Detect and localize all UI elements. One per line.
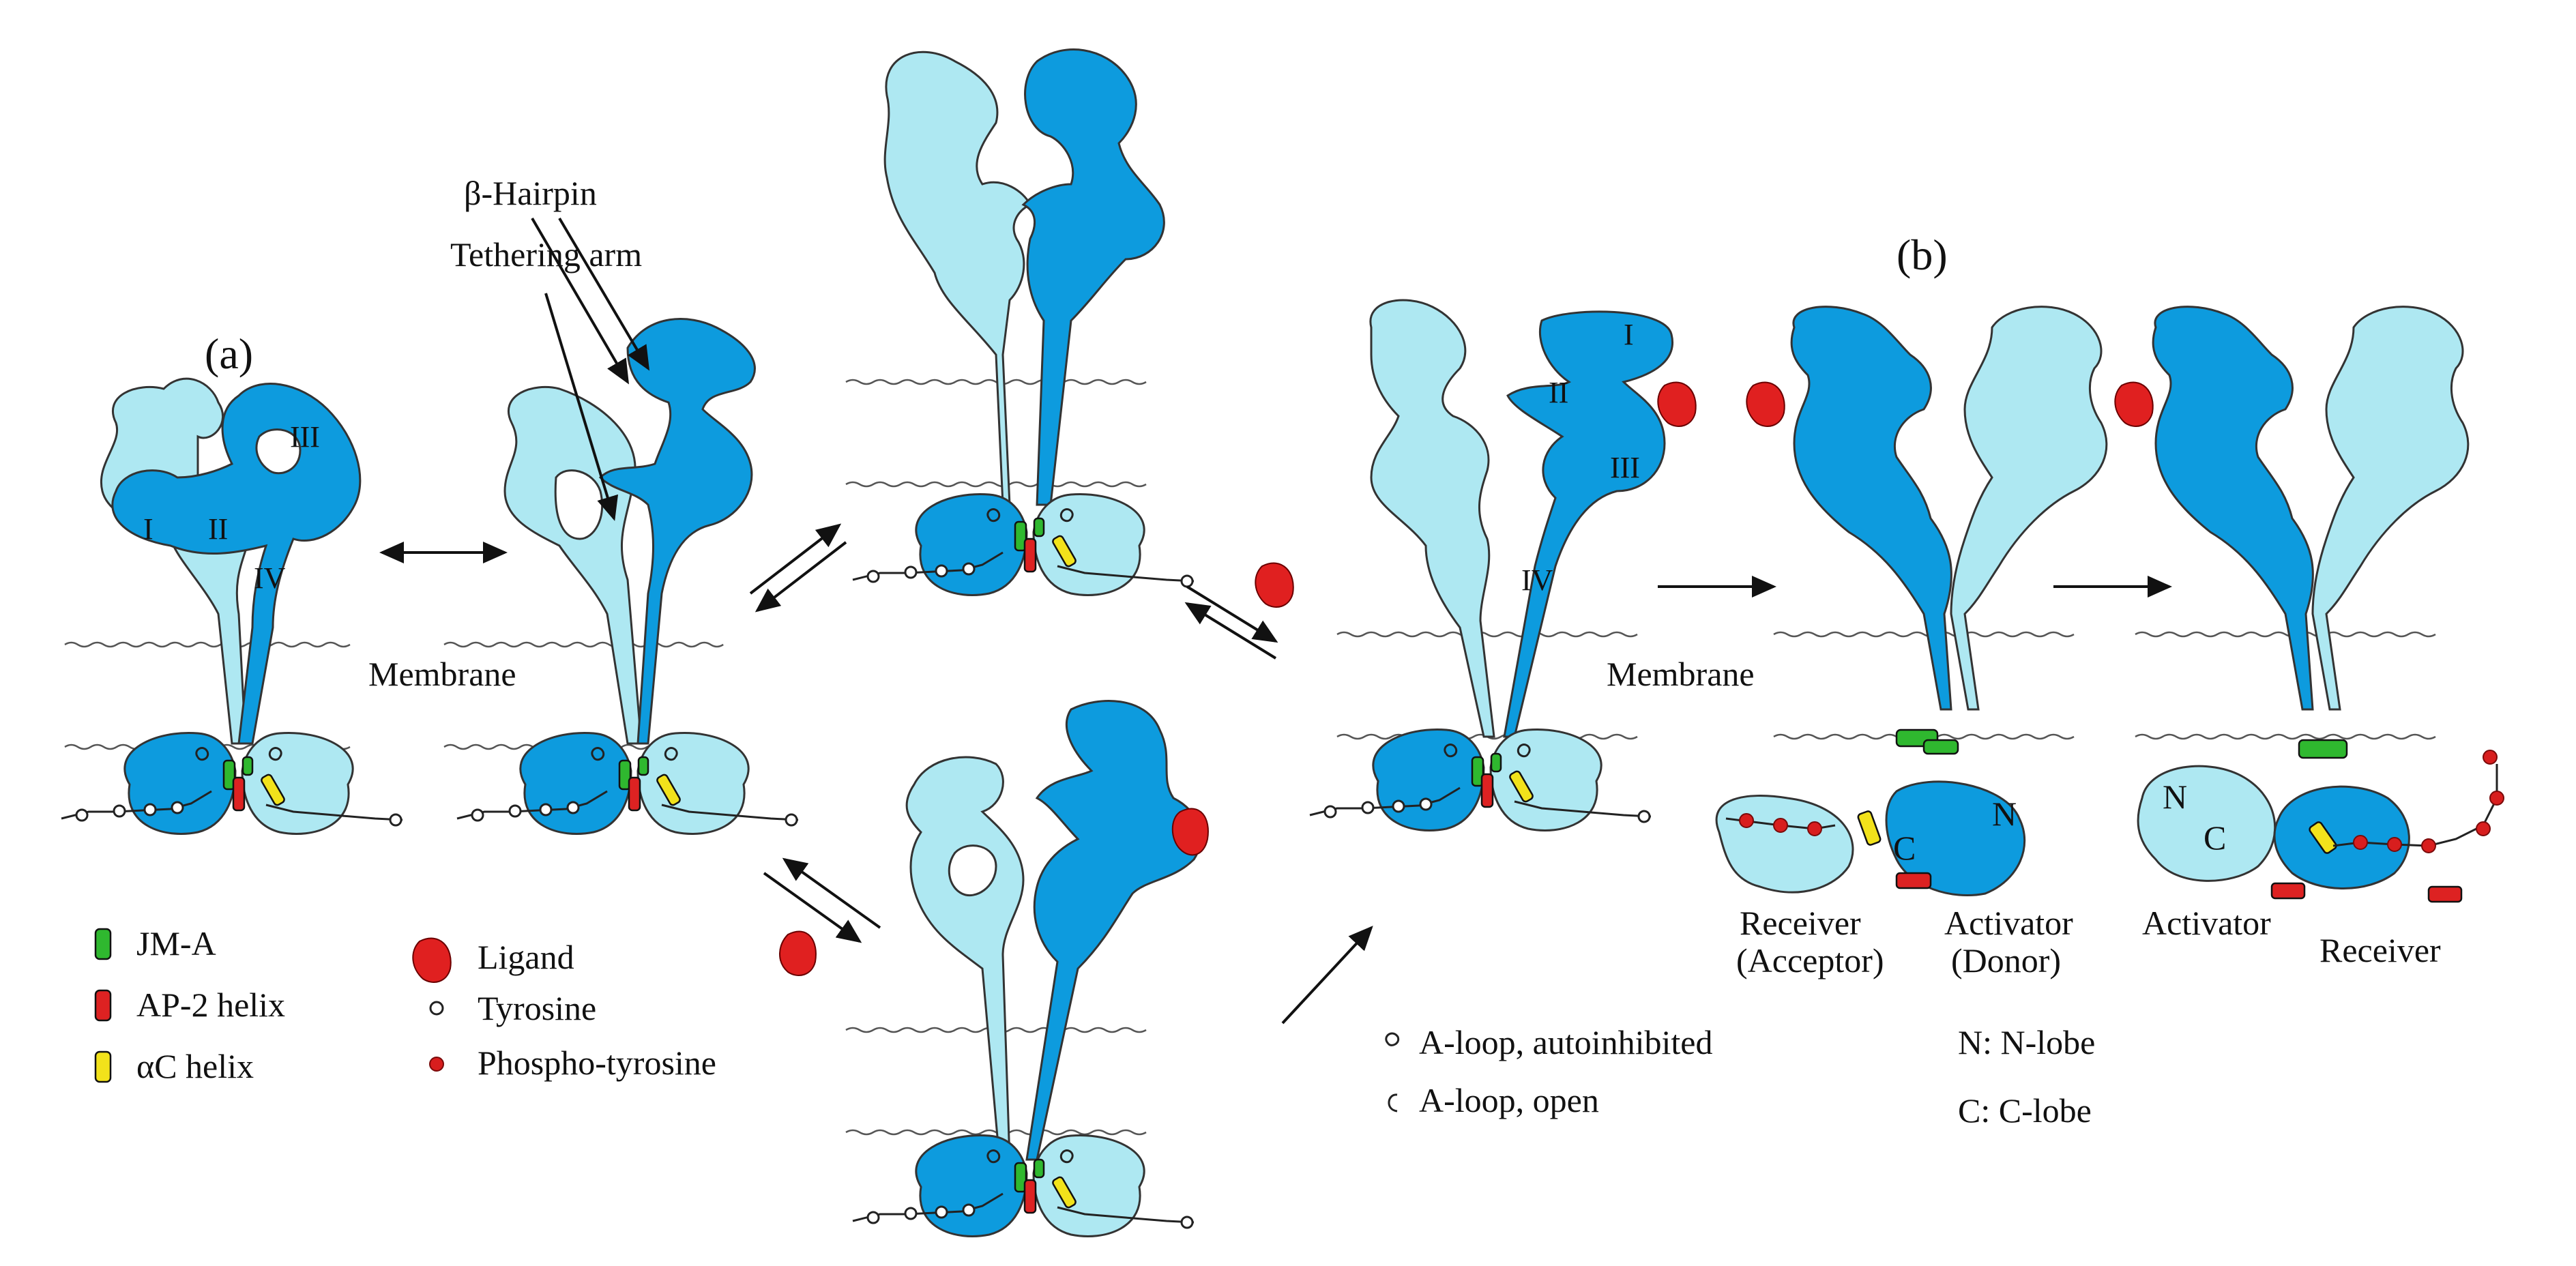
- legend-right: A-loop, autoinhibited A-loop, open N: N-…: [1385, 1023, 2095, 1130]
- receptor-ligand-bound-b1: I II III IV Membrane: [1308, 299, 1755, 831]
- free-ligand-2: [779, 930, 817, 976]
- legend-n-lobe: N: N-lobe: [1958, 1023, 2095, 1061]
- arrows-to-panel-b: [1184, 585, 1373, 1025]
- a-loop-autoinhibited-icon: [1385, 1032, 1400, 1046]
- receptor-active-dimer-b2: C N Receiver (Acceptor) Activator (Donor…: [1715, 306, 2108, 980]
- legend-ac: αC helix: [136, 1047, 254, 1085]
- domain-ii-label: II: [208, 512, 228, 546]
- phospho-tyrosine-legend-icon: [429, 1057, 444, 1072]
- domain-ii-b: II: [1549, 376, 1568, 409]
- activator-label-b3: Activator: [2142, 904, 2271, 942]
- ap2-legend-icon: [94, 989, 112, 1022]
- domain-iv-label: IV: [254, 561, 286, 595]
- legend-phospho-tyrosine: Phospho-tyrosine: [478, 1044, 716, 1082]
- receiver-label-b3: Receiver: [2319, 931, 2441, 969]
- jm-a-legend-icon: [94, 928, 112, 960]
- panel-b-label: (b): [1897, 231, 1948, 279]
- ac-helix-legend-icon: [94, 1050, 112, 1083]
- free-ligand-1: [1255, 562, 1294, 608]
- legend-ap2: AP-2 helix: [136, 986, 285, 1024]
- panel-a-label: (a): [205, 329, 253, 378]
- legend-jm-a: JM-A: [136, 924, 216, 962]
- domain-i-b: I: [1624, 318, 1634, 351]
- ligand-bound-lower: [1171, 808, 1209, 856]
- donor-label-b2: (Donor): [1951, 941, 2061, 980]
- legend-left: JM-A AP-2 helix αC helix Ligand Tyrosine…: [94, 924, 716, 1085]
- beta-hairpin-label: β-Hairpin: [464, 174, 597, 212]
- c-lobe-label-b3: C: [2204, 819, 2226, 857]
- acceptor-label-b2: (Acceptor): [1736, 941, 1884, 980]
- n-lobe-label-b2: N: [1992, 795, 2017, 833]
- domain-iii-b: III: [1610, 451, 1640, 484]
- n-lobe-label-b3: N: [2163, 778, 2187, 816]
- receiver-label-b2: Receiver: [1740, 904, 1861, 942]
- receptor-tethered-2: Tethering arm β-Hairpin Membrane: [368, 174, 800, 835]
- activator-label-b2: Activator: [1944, 904, 2073, 942]
- c-lobe-label-b2: C: [1893, 829, 1916, 867]
- legend-a-loop-autoinhibited: A-loop, autoinhibited: [1419, 1023, 1713, 1061]
- domain-iv-b: IV: [1521, 563, 1553, 597]
- legend-ligand: Ligand: [478, 938, 574, 976]
- a-loop-open-icon: [1388, 1093, 1398, 1113]
- ligand-legend-icon: [412, 937, 452, 983]
- legend-c-lobe: C: C-lobe: [1958, 1091, 2092, 1130]
- legend-a-loop-open: A-loop, open: [1419, 1081, 1599, 1119]
- membrane-label-a: Membrane: [368, 655, 516, 693]
- domain-i-label: I: [143, 512, 153, 546]
- equilibrium-arrows-a-to-dimers: [749, 523, 881, 943]
- receptor-active-dimer-b3: N C Activator Receiver: [2114, 306, 2504, 969]
- tyrosine-legend-icon: [429, 1001, 444, 1016]
- receptor-dimer-lower: [845, 700, 1209, 1237]
- legend-tyrosine: Tyrosine: [478, 989, 596, 1027]
- receptor-tethered-1: III I II IV: [60, 377, 404, 835]
- membrane-label-b: Membrane: [1607, 655, 1755, 693]
- domain-iii-label: III: [290, 420, 320, 454]
- receptor-dimer-upper: [845, 48, 1195, 596]
